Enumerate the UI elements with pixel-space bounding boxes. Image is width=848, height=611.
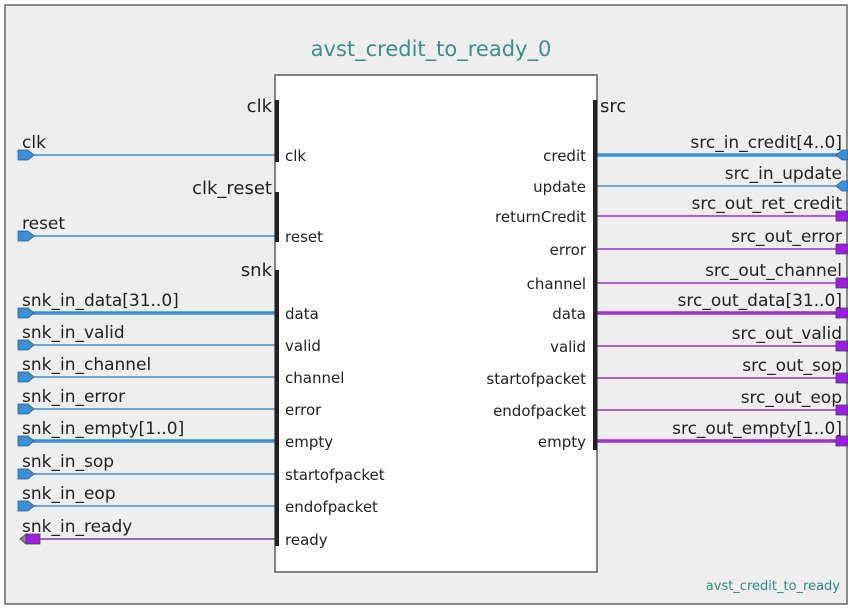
terminal-src-out-channel — [835, 277, 848, 289]
export-label-snk-in-sop: snk_in_sop — [22, 452, 114, 472]
port-label-src-out-eop: endofpacket — [493, 402, 586, 420]
export-label-src-in-credit: src_in_credit[4..0] — [690, 133, 842, 153]
export-label-src-out-ret-credit: src_out_ret_credit — [691, 194, 842, 214]
wires-layer — [17, 149, 848, 545]
export-label-snk-in-eop: snk_in_eop — [22, 484, 116, 504]
port-label-src-out-ret-credit: returnCredit — [495, 208, 586, 226]
port-label-snk-in-sop: startofpacket — [285, 466, 385, 484]
port-labels: clk clk reset reset snk_in_data[31..0]data sn… — [22, 133, 842, 549]
interface-label-snk: snk — [241, 260, 273, 281]
terminal-snk-in-empty — [17, 435, 35, 447]
terminal-src-out-valid — [835, 340, 848, 352]
port-label-src-in-update: update — [533, 178, 586, 196]
terminal-src-in-update — [835, 180, 848, 192]
terminal-src-out-eop — [835, 404, 848, 416]
export-label-snk-in-channel: snk_in_channel — [22, 355, 151, 375]
terminal-snk-in-valid — [17, 339, 35, 351]
export-label-src-out-channel: src_out_channel — [705, 261, 842, 281]
port-label-snk-in-empty: empty — [285, 433, 333, 451]
terminal-snk-in-channel — [17, 371, 35, 383]
interface-bars — [275, 100, 597, 546]
terminal-src-out-empty — [835, 435, 848, 447]
export-label-reset: reset — [22, 214, 65, 234]
port-label-src-in-credit: credit — [543, 147, 586, 165]
port-label-snk-in-channel: channel — [285, 369, 344, 387]
port-label-snk-in-ready: ready — [285, 531, 328, 549]
port-label-src-out-sop: startofpacket — [486, 370, 586, 388]
port-label-clk: clk — [285, 147, 306, 165]
port-label-src-out-valid: valid — [550, 338, 586, 356]
export-label-src-out-data: src_out_data[31..0] — [678, 291, 842, 311]
interface-bar-src — [593, 100, 597, 450]
terminal-src-out-data — [835, 307, 848, 319]
terminal-reset — [17, 230, 35, 242]
terminal-snk-in-data — [17, 307, 35, 319]
interface-label-src: src — [600, 96, 626, 117]
port-label-src-out-error: error — [550, 241, 587, 259]
export-label-src-out-error: src_out_error — [731, 227, 842, 247]
port-label-snk-in-error: error — [285, 401, 322, 419]
port-label-reset: reset — [285, 228, 323, 246]
interface-bar-clk — [275, 100, 279, 162]
export-label-snk-in-empty: snk_in_empty[1..0] — [22, 419, 184, 439]
export-label-src-out-eop: src_out_eop — [741, 388, 842, 408]
terminal-snk-in-error — [17, 403, 35, 415]
port-label-src-out-empty: empty — [538, 433, 586, 451]
component-block[interactable] — [274, 74, 598, 573]
terminal-arrow-snk-in-ready — [19, 533, 27, 545]
export-label-snk-in-data: snk_in_data[31..0] — [22, 291, 179, 311]
terminal-src-out-error — [835, 243, 848, 255]
port-label-snk-in-data: data — [285, 305, 319, 323]
interface-bar-clk-reset — [275, 192, 279, 242]
terminal-src-in-credit — [835, 149, 848, 161]
port-label-src-out-data: data — [552, 305, 586, 323]
interface-bar-snk — [275, 270, 279, 546]
export-label-src-out-valid: src_out_valid — [732, 324, 842, 344]
export-label-src-out-sop: src_out_sop — [742, 356, 842, 376]
terminal-clk — [17, 149, 35, 161]
port-label-snk-in-eop: endofpacket — [285, 498, 378, 516]
interface-label-clk: clk — [247, 96, 273, 117]
terminal-src-out-ret-credit — [835, 210, 848, 222]
terminal-src-out-sop — [835, 372, 848, 384]
interface-label-clk-reset: clk_reset — [192, 178, 272, 199]
footer-component-type: avst_credit_to_ready — [706, 579, 841, 594]
terminal-snk-in-eop — [17, 500, 35, 512]
port-label-src-out-channel: channel — [527, 275, 586, 293]
terminal-snk-in-sop — [17, 468, 35, 480]
export-label-src-out-empty: src_out_empty[1..0] — [672, 419, 842, 439]
export-label-snk-in-ready: snk_in_ready — [22, 517, 132, 537]
component-title: avst_credit_to_ready_0 — [311, 37, 552, 62]
export-label-snk-in-valid: snk_in_valid — [22, 323, 125, 343]
export-label-snk-in-error: snk_in_error — [22, 387, 125, 407]
port-label-snk-in-valid: valid — [285, 337, 321, 355]
export-label-clk: clk — [22, 133, 46, 153]
export-label-src-in-update: src_in_update — [725, 164, 842, 184]
